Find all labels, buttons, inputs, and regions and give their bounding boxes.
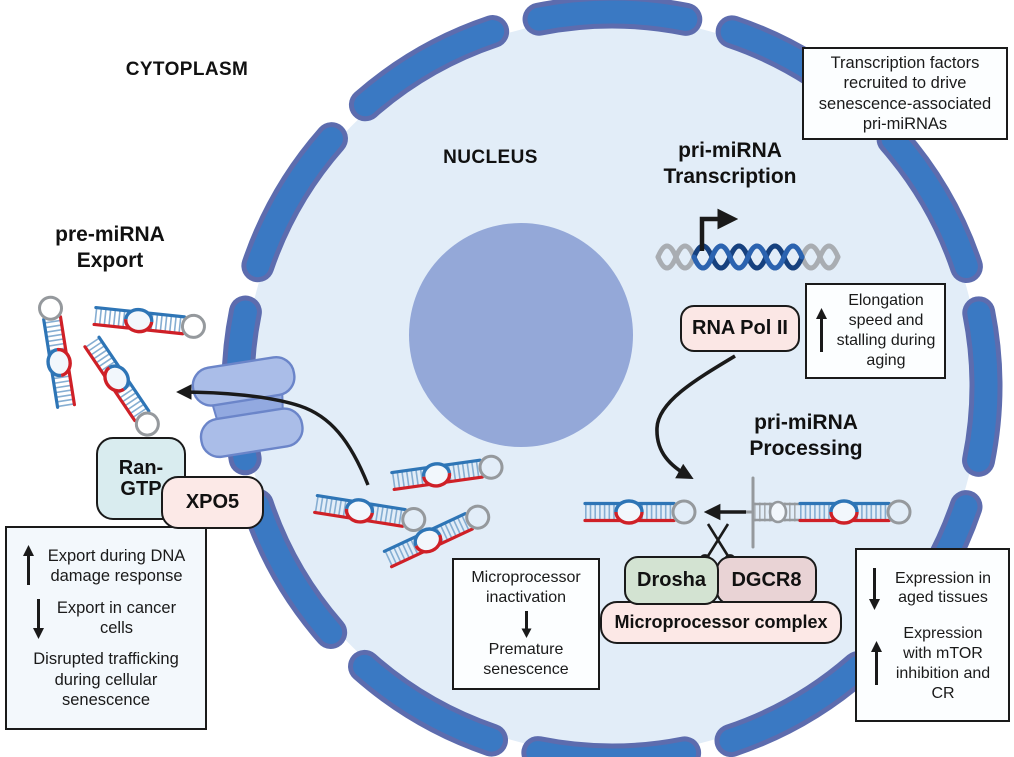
note-text: Expression in aged tissues (894, 569, 992, 607)
note-text: Export during DNA damage response (47, 546, 186, 586)
nucleus-label: NUCLEUS (443, 147, 538, 168)
note-text: Expression with mTOR inhibition and CR (895, 625, 991, 702)
pri-mirna-molecule (745, 476, 910, 549)
export-item-up: Export during DNA damage response (21, 545, 192, 587)
microprocessor-complex-pill: Microprocessor complex (600, 601, 842, 644)
dna-helix (655, 243, 841, 271)
rna-pol-ii-pill: RNA Pol II (680, 305, 800, 352)
up-arrow-icon (871, 641, 882, 685)
export-item-plain: Disrupted trafficking during cellular se… (17, 649, 195, 710)
note-text: Microprocessor inactivation (471, 569, 581, 607)
export-item-down: Export in cancer cells (31, 597, 182, 640)
dgcr8-pill: DGCR8 (716, 556, 817, 605)
expression-item-down: Expression in aged tissues (867, 566, 998, 611)
polii-to-processing-arrow (655, 354, 736, 479)
processing-heading: pri-miRNA Processing (749, 411, 863, 460)
transcription-start-arrow-icon (699, 208, 739, 251)
down-arrow-icon (32, 599, 44, 640)
up-arrow-icon (22, 545, 34, 586)
transcription-heading: pri-miRNA Transcription (663, 139, 797, 188)
elongation-note: Elongation speed and stalling during agi… (805, 283, 946, 379)
transcription-factors-note: Transcription factors recruited to drive… (802, 47, 1008, 140)
up-arrow-icon (816, 308, 827, 352)
note-text: Transcription factors recruited to drive… (818, 53, 992, 133)
nuclear-pore-complex (191, 355, 304, 459)
microprocessor-inactivation-note: Microprocessor inactivation Premature se… (452, 558, 600, 690)
note-text: Disrupted trafficking during cellular se… (33, 650, 179, 710)
down-arrow-icon (521, 611, 531, 638)
xpo5-pill: XPO5 (161, 476, 264, 529)
pre-mirna-molecule (38, 296, 77, 408)
expression-note: Expression in aged tissues Expression wi… (855, 548, 1010, 722)
drosha-pill: Drosha (624, 556, 719, 605)
expression-item-up: Expression with mTOR inhibition and CR (869, 624, 996, 703)
note-text: Elongation speed and stalling during agi… (836, 292, 936, 369)
export-note: Export during DNA damage response Export… (5, 526, 207, 730)
export-heading: pre-miRNA Export (55, 223, 165, 272)
cytoplasm-label: CYTOPLASM (125, 59, 249, 80)
down-arrow-icon (869, 568, 880, 611)
pre-mirna-molecule (83, 336, 163, 439)
nucleolus (409, 223, 633, 447)
note-text: Premature senescence (483, 641, 569, 678)
note-text: Export in cancer cells (56, 598, 177, 638)
export-arrow (176, 384, 370, 486)
pre-mirna-molecule (94, 305, 206, 338)
